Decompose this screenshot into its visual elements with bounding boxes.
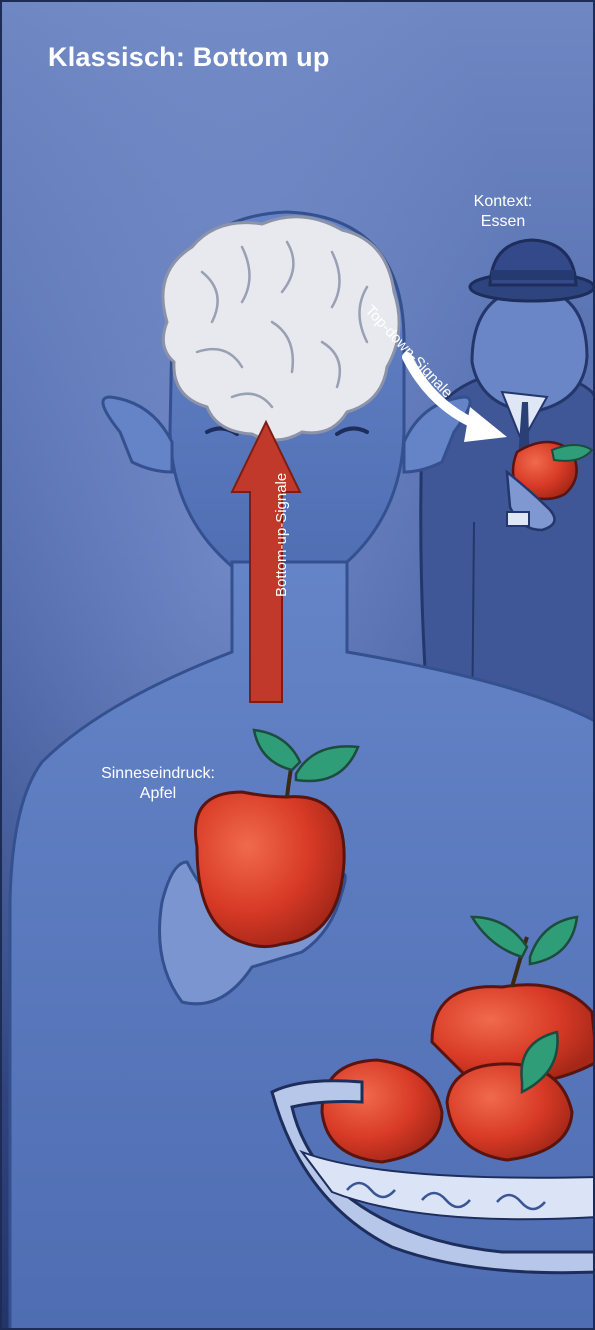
context-label-line2: Essen <box>458 212 548 232</box>
context-label-line1: Kontext: <box>458 192 548 212</box>
bottomup-label: Bottom-up-Signale <box>273 473 290 597</box>
context-label: Kontext: Essen <box>458 192 548 232</box>
sense-label-line1: Sinneseindruck: <box>78 764 238 784</box>
page-title: Klassisch: Bottom up <box>48 42 330 73</box>
sense-label-line2: Apfel <box>78 784 238 804</box>
sense-label: Sinneseindruck: Apfel <box>78 764 238 804</box>
